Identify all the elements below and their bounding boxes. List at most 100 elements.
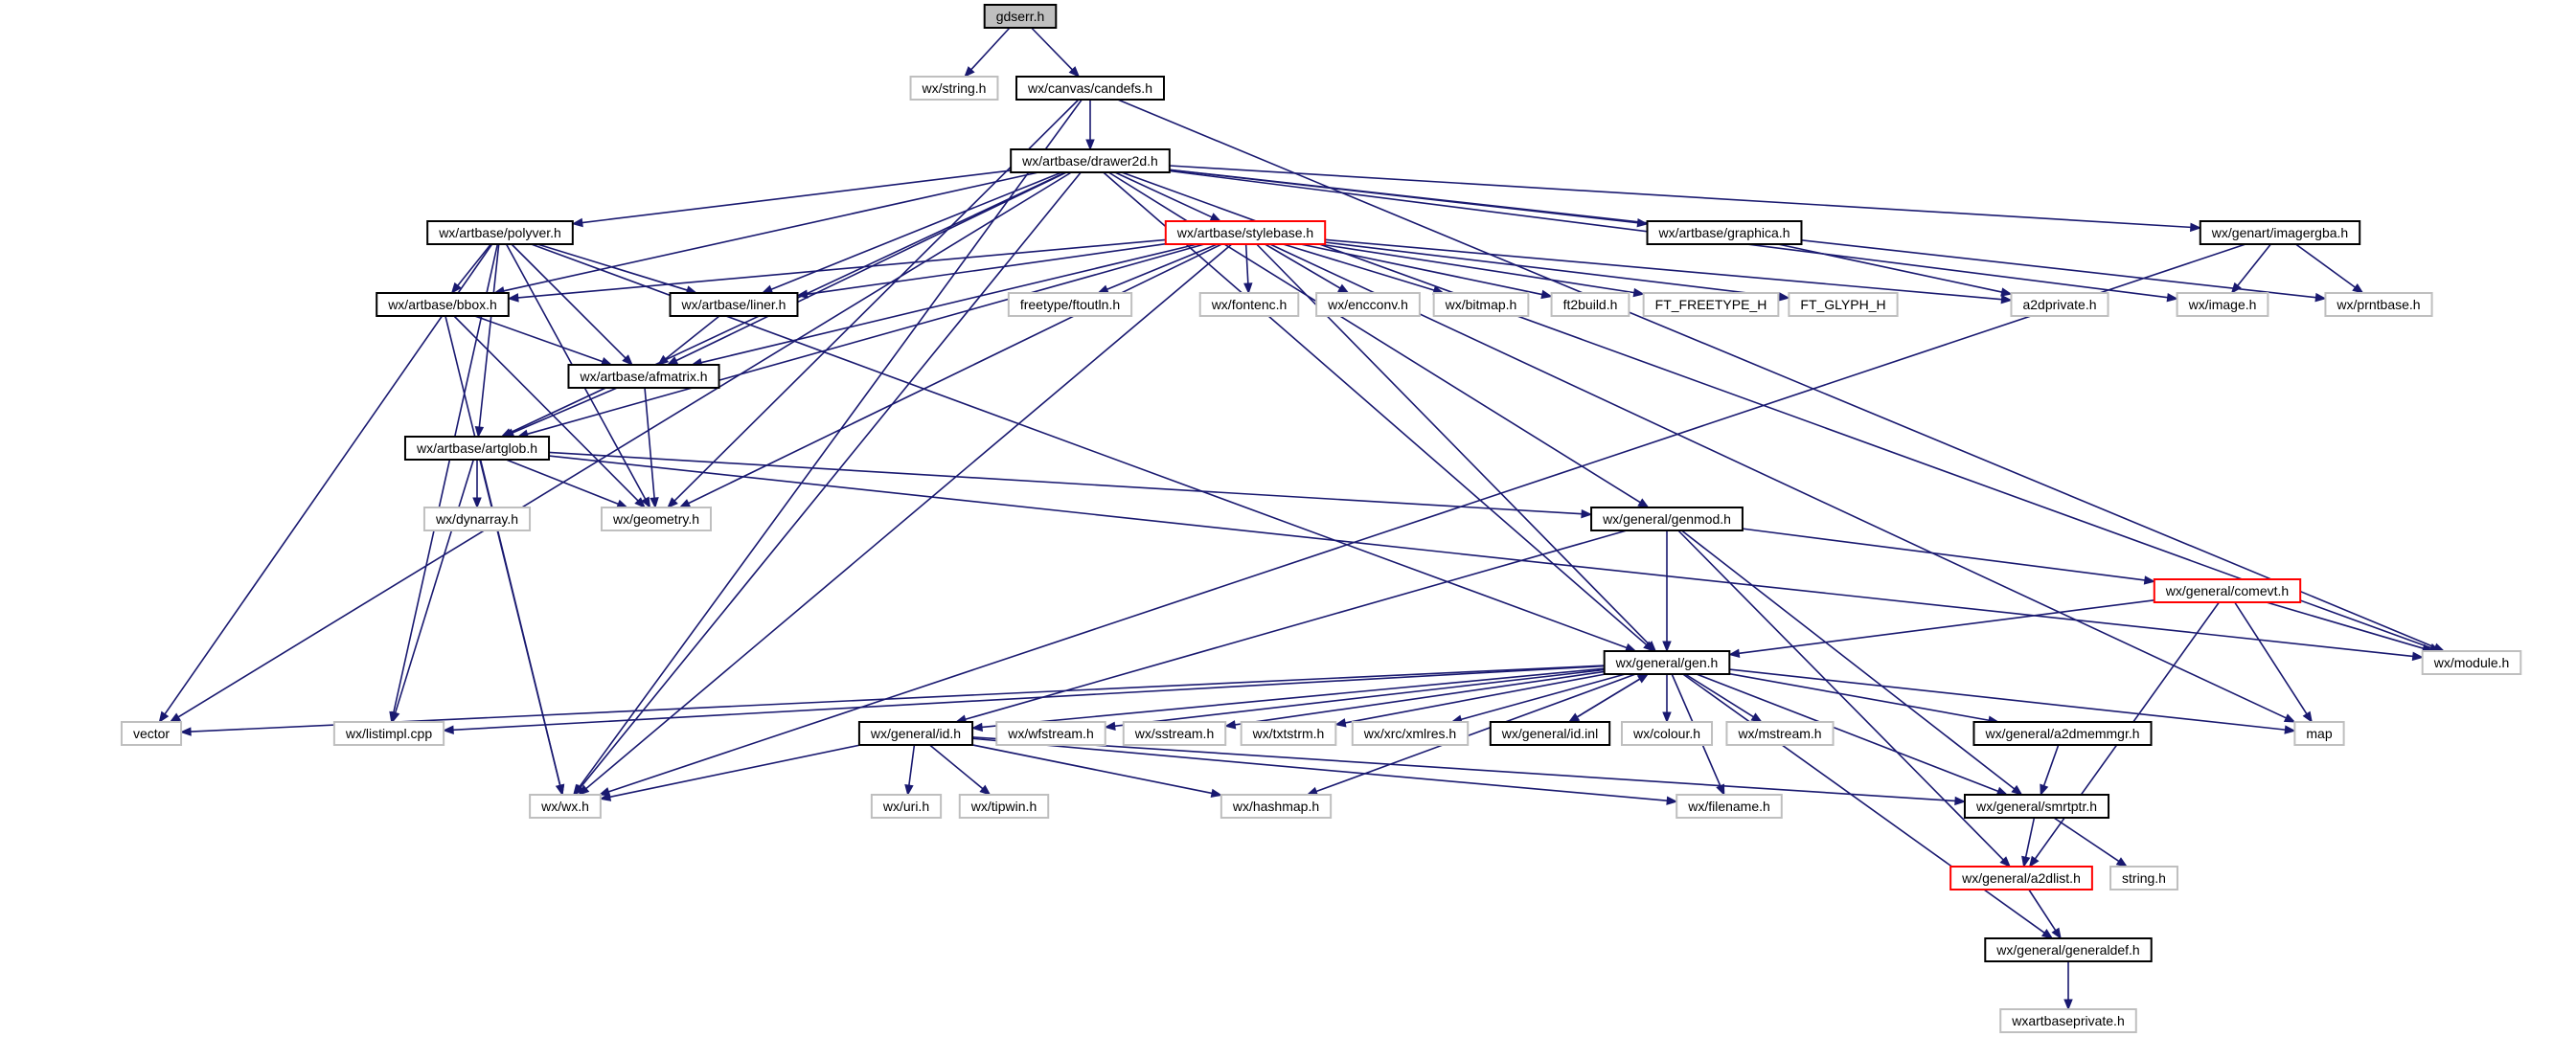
dependency-edge-polyver-to-afmatrix	[511, 243, 633, 366]
edge-line	[2028, 889, 2057, 932]
dependency-edge-gdserr-to-wxstring	[964, 27, 1011, 78]
node-box	[2109, 866, 2178, 890]
edge-arrowhead	[2051, 927, 2062, 940]
edge-arrowhead	[796, 289, 809, 299]
dependency-edge-artglob-to-geometry	[506, 459, 628, 508]
node-idh[interactable]: wx/general/id.h	[857, 721, 974, 746]
node-box	[1550, 292, 1630, 317]
node-box	[1015, 76, 1165, 101]
node-dynarray: wx/dynarray.h	[422, 507, 532, 531]
node-artglob[interactable]: wx/artbase/artglob.h	[403, 436, 551, 461]
edge-arrowhead	[678, 499, 692, 508]
dependency-edge-graphica-to-a2dprivate	[1777, 243, 2013, 297]
dependency-edge-gen-to-wfstream	[1104, 668, 1605, 731]
node-a2dlist[interactable]: wx/general/a2dlist.h	[1949, 866, 2093, 890]
edge-arrowhead	[2028, 855, 2040, 868]
dependency-edge-genmod-to-smrtptr	[1680, 530, 2023, 796]
edge-line	[191, 665, 1605, 733]
node-graphica[interactable]: wx/artbase/graphica.h	[1646, 220, 1803, 245]
node-label: wx/encconv.h	[1327, 297, 1408, 312]
dependency-edge-stylebase-to-ftglyph	[1325, 241, 1790, 302]
dependency-edge-drawer2d-to-imagergba	[1169, 165, 2202, 233]
dependency-edge-generaldef-to-artbaseprivate	[2063, 961, 2073, 1011]
node-ft2build: ft2build.h	[1550, 292, 1630, 317]
node-label: wx/image.h	[2188, 297, 2257, 312]
node-gdserr[interactable]: gdserr.h	[983, 4, 1058, 29]
node-idinl[interactable]: wx/general/id.inl	[1489, 721, 1611, 746]
dependency-edge-bbox-to-wxwx	[445, 315, 565, 797]
node-label: wx/tipwin.h	[970, 799, 1037, 814]
node-label: wx/general/id.inl	[1501, 726, 1598, 741]
node-label: wx/artbase/graphica.h	[1658, 225, 1790, 240]
edge-arrowhead	[472, 497, 482, 509]
node-label: wx/txtstrm.h	[1252, 726, 1325, 741]
node-image: wx/image.h	[2176, 292, 2269, 317]
node-box	[1725, 721, 1835, 746]
node-bbox[interactable]: wx/artbase/bbox.h	[376, 292, 510, 317]
node-generaldef[interactable]: wx/general/generaldef.h	[1984, 937, 2153, 962]
node-box	[376, 292, 510, 317]
node-label: wx/wfstream.h	[1007, 726, 1093, 741]
dependency-edge-gen-to-map	[1729, 668, 2296, 734]
node-a2dmemmgr[interactable]: wx/general/a2dmemmgr.h	[1972, 721, 2153, 746]
dependency-edge-idh-to-hashmap	[971, 744, 1223, 799]
dependency-edge-drawer2d-to-bbox	[492, 171, 1039, 296]
edge-line	[1169, 165, 2191, 229]
edge-line	[965, 530, 1628, 721]
node-vector: vector	[120, 721, 183, 746]
node-imagergba[interactable]: wx/genart/imagergba.h	[2199, 220, 2361, 245]
node-polyver[interactable]: wx/artbase/polyver.h	[426, 220, 574, 245]
dependency-edge-artglob-to-listimpl	[391, 459, 475, 724]
dependency-edge-imagergba-to-image	[2230, 243, 2272, 295]
node-label: wx/genart/imagergba.h	[2211, 225, 2348, 240]
edge-arrowhead	[578, 784, 590, 796]
node-label: ft2build.h	[1563, 297, 1618, 312]
dependency-edge-idh-to-filename	[972, 737, 1678, 805]
edge-line	[1265, 243, 1341, 289]
node-uri: wx/uri.h	[870, 794, 943, 819]
edge-arrowhead	[1243, 282, 1253, 295]
node-box	[857, 721, 974, 746]
node-label: wx/prntbase.h	[2336, 297, 2420, 312]
edge-arrowhead	[2143, 575, 2156, 585]
edge-line	[770, 171, 1062, 291]
node-box	[1351, 721, 1470, 746]
node-smrtptr[interactable]: wx/general/smrtptr.h	[1963, 794, 2110, 819]
node-label: wx/general/a2dmemmgr.h	[1984, 726, 2139, 741]
node-mstream: wx/mstream.h	[1725, 721, 1835, 746]
dependency-edge-stylebase-to-fontenc	[1243, 243, 1253, 295]
node-comevt[interactable]: wx/general/comevt.h	[2153, 578, 2302, 603]
edge-arrowhead	[599, 792, 612, 801]
edge-line	[972, 736, 1956, 802]
dependency-edge-idh-to-smrtptr	[972, 736, 1967, 806]
node-label: FT_FREETYPE_H	[1655, 297, 1767, 312]
node-label: wx/mstream.h	[1737, 726, 1821, 741]
dependency-edge-a2dlist-to-generaldef	[2028, 889, 2062, 940]
edge-line	[1283, 243, 1435, 291]
edge-arrowhead	[2230, 282, 2242, 295]
node-label: wx/bitmap.h	[1445, 297, 1517, 312]
nodes-layer: gdserr.h wx/string.h wx/canvas/candefs.h wx…	[120, 4, 2522, 1033]
dependency-edge-comevt-to-module	[2266, 601, 2434, 653]
node-txtstrm: wx/txtstrm.h	[1240, 721, 1337, 746]
node-candefs[interactable]: wx/canvas/candefs.h	[1015, 76, 1165, 101]
node-box	[1315, 292, 1421, 317]
edge-arrowhead	[1632, 287, 1645, 298]
edge-line	[1680, 530, 2016, 790]
edge-arrowhead	[622, 354, 633, 366]
node-ftoutln: freetype/ftoutln.h	[1007, 292, 1133, 317]
edge-line	[527, 243, 1205, 436]
dependency-edge-smrtptr-to-a2dlist	[2021, 817, 2036, 868]
node-genmod[interactable]: wx/general/genmod.h	[1590, 507, 1744, 531]
edge-arrowhead	[634, 497, 647, 508]
node-ftfreetype: FT_FREETYPE_H	[1642, 292, 1780, 317]
node-liner[interactable]: wx/artbase/liner.h	[669, 292, 799, 317]
node-wxstring: wx/string.h	[909, 76, 999, 101]
node-stylebase[interactable]: wx/artbase/stylebase.h	[1164, 220, 1327, 245]
node-drawer2d[interactable]: wx/artbase/drawer2d.h	[1010, 148, 1171, 173]
node-afmatrix[interactable]: wx/artbase/afmatrix.h	[567, 364, 720, 389]
node-gen[interactable]: wx/general/gen.h	[1603, 650, 1731, 675]
edge-arrowhead	[1750, 712, 1764, 723]
edge-arrowhead	[1209, 213, 1222, 222]
node-box	[529, 794, 602, 819]
